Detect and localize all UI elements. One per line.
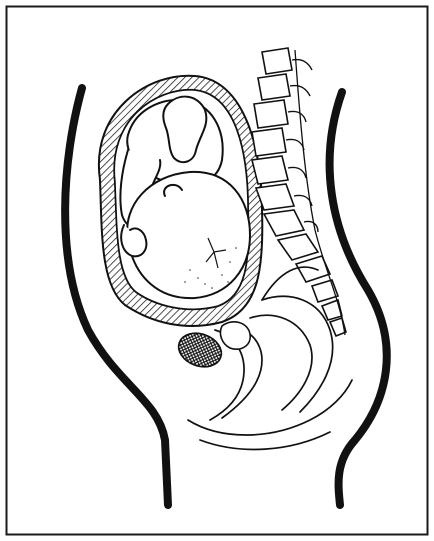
perineum-outline — [188, 380, 352, 435]
fetus-head — [127, 172, 250, 298]
pubic-symphysis — [174, 327, 226, 372]
bladder — [220, 322, 250, 349]
back-outline — [330, 92, 387, 505]
